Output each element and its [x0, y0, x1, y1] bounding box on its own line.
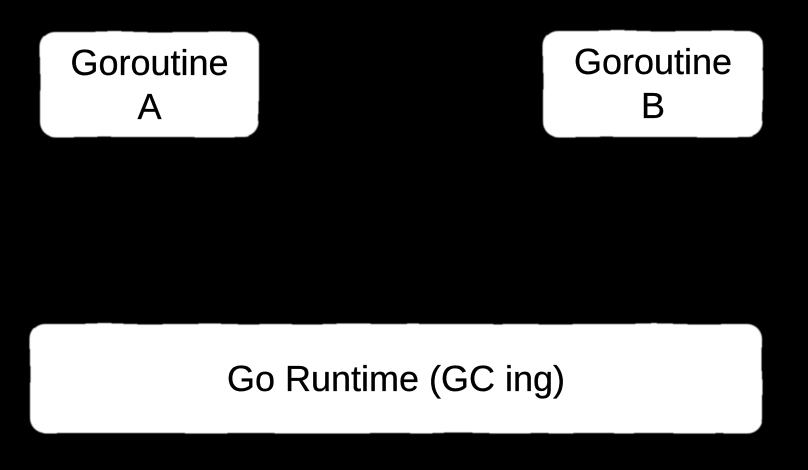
goroutine-a-label-line1: Goroutine — [70, 41, 229, 83]
goroutine-b-node: Goroutine B — [543, 31, 763, 137]
go-runtime-label-line1: Go Runtime (GC ing) — [226, 357, 566, 399]
goroutine-b-label-line2: B — [640, 85, 665, 126]
go-runtime-node: Go Runtime (GC ing) — [30, 324, 762, 433]
goroutine-a-node-background — [40, 32, 259, 137]
goroutine-a-label-line2: A — [137, 85, 162, 127]
goroutine-b-label: Goroutine B — [574, 40, 732, 128]
go-runtime-node-background — [30, 324, 762, 433]
goroutine-b-label-line1: Goroutine — [573, 41, 733, 82]
goroutine-b-node-background — [543, 31, 763, 137]
goroutine-a-node: Goroutine A — [40, 32, 259, 137]
go-runtime-label: Go Runtime (GC ing) — [227, 357, 565, 401]
goroutine-a-label: Goroutine A — [70, 41, 228, 129]
